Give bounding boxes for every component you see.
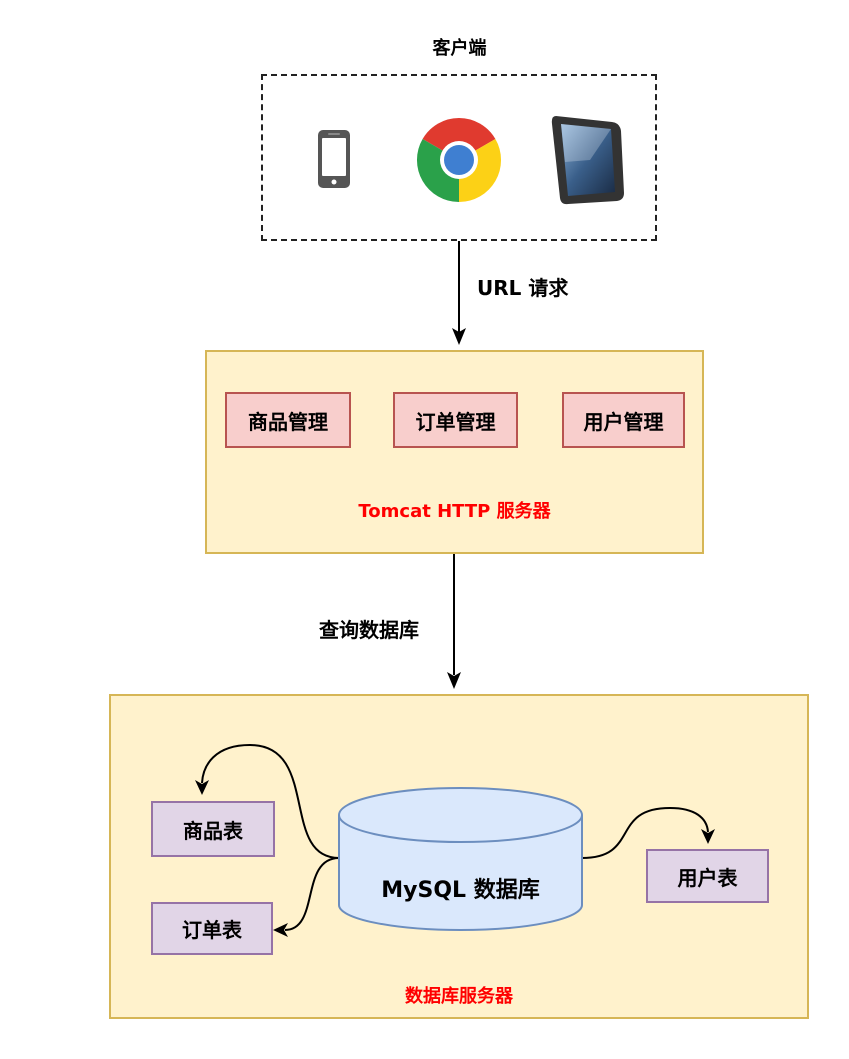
client-title: 客户端 — [432, 38, 487, 59]
url-request-label: URL 请求 — [477, 276, 569, 300]
client-box — [261, 74, 657, 241]
tomcat-server-label: Tomcat HTTP 服务器 — [358, 501, 551, 522]
module-user-management: 用户管理 — [562, 392, 685, 448]
table-users: 用户表 — [646, 849, 769, 903]
tomcat-server-box — [205, 350, 704, 554]
module-order-management: 订单管理 — [393, 392, 518, 448]
mysql-database-label: MySQL 数据库 — [381, 878, 540, 903]
db-server-label: 数据库服务器 — [405, 986, 513, 1007]
query-db-label: 查询数据库 — [319, 618, 419, 642]
table-products: 商品表 — [151, 801, 275, 857]
table-orders: 订单表 — [151, 902, 273, 955]
module-product-management: 商品管理 — [225, 392, 351, 448]
